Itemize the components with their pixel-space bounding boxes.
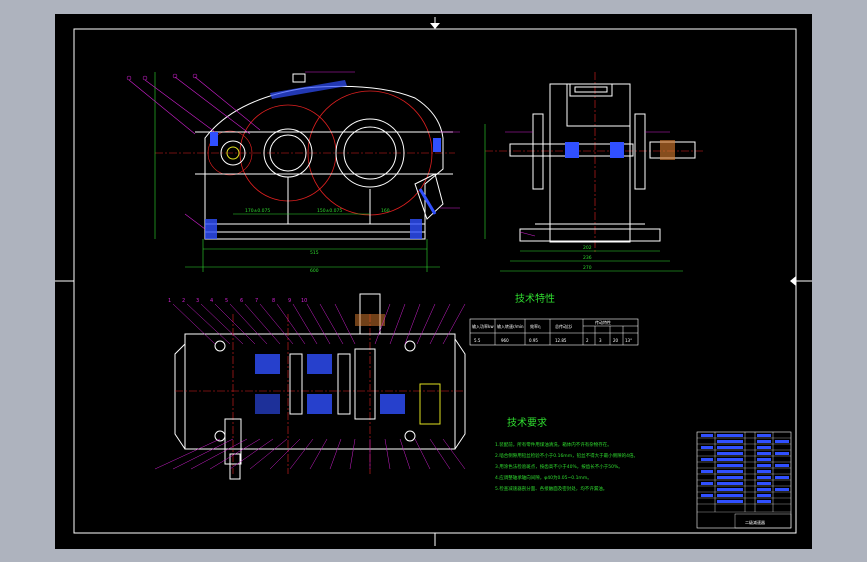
req-5: 5.检查减速器剖分面、各接触面及密封处，均不许漏油。 xyxy=(495,485,607,492)
td-speed: 960 xyxy=(501,338,509,343)
th-power: 输入功率kw xyxy=(472,323,494,329)
requirements-list: 1.装配前，所有零件用煤油清洗，箱体内不许有杂物存在。 2.啮合侧隙用铅丝检验不… xyxy=(495,441,638,492)
th-trans: 传动特性 xyxy=(595,319,611,325)
req-4: 4.应调整轴承轴向间隙，φ40为0.05~0.1mm。 xyxy=(495,474,592,481)
side-view: 202 236 270 xyxy=(484,72,705,272)
balloon-10: 10 xyxy=(301,298,307,304)
balloon-5: 5 xyxy=(225,298,228,304)
dim-h: 160 xyxy=(381,208,390,214)
td-beta: 2 xyxy=(586,338,589,343)
drawing-sheet: 170±0.075 150±0.075 160 515 600 xyxy=(55,17,812,546)
front-view: 170±0.075 150±0.075 160 515 600 xyxy=(126,71,460,274)
balloon-7: 7 xyxy=(255,298,258,304)
th-ratio: 总传动比i xyxy=(555,323,572,329)
dim-a2: 150±0.075 xyxy=(317,208,342,214)
req-1: 1.装配前，所有零件用煤油清洗，箱体内不许有杂物存在。 xyxy=(495,441,612,448)
title-block-name: 二级减速器 xyxy=(745,519,765,525)
balloon-8: 8 xyxy=(272,298,275,304)
td-power: 5.5 xyxy=(474,338,481,343)
parts-list: 二级减速器 xyxy=(696,431,792,529)
th-eff: 效率η xyxy=(530,323,541,329)
tech-table: 输入功率kw 输入转速r/min 效率η 总传动比i 传动特性 5.5 960 … xyxy=(469,318,639,346)
th-speed: 输入转速r/min xyxy=(497,323,524,329)
balloon-2: 2 xyxy=(182,298,185,304)
dim-side-w2: 236 xyxy=(583,255,592,261)
dim-w2: 600 xyxy=(310,268,319,274)
balloon-3: 3 xyxy=(196,298,199,304)
req-3: 3.用涂色法检验斑点，按齿高不小于40%，按齿长不小于50%。 xyxy=(495,463,623,470)
balloon-1: 1 xyxy=(168,298,171,304)
center-arrow-right xyxy=(790,276,796,286)
tech-features-title: 技术特性 xyxy=(515,292,555,305)
balloon-4: 4 xyxy=(210,298,213,304)
td-mn: 3 xyxy=(599,338,602,343)
td-beta2: 13° xyxy=(625,338,632,343)
req-2: 2.啮合侧隙用铅丝检验不小于0.16mm，铅丝不得大于最小侧隙的4倍。 xyxy=(495,452,638,459)
balloon-9: 9 xyxy=(288,298,291,304)
dim-side-w3: 270 xyxy=(583,265,592,271)
dim-w1: 515 xyxy=(310,250,319,256)
plan-view: 1 2 3 4 5 6 7 8 9 10 xyxy=(154,293,466,480)
dim-a1: 170±0.075 xyxy=(245,208,270,214)
td-z: 20 xyxy=(613,338,619,343)
dim-side-w1: 202 xyxy=(583,245,592,251)
cad-viewport[interactable]: 170±0.075 150±0.075 160 515 600 xyxy=(55,14,812,549)
balloon-6: 6 xyxy=(240,298,243,304)
center-arrow-top xyxy=(430,23,440,29)
td-ratio: 12.85 xyxy=(555,338,567,343)
td-eff: 0.95 xyxy=(529,338,538,343)
sheet-border xyxy=(73,28,797,534)
tech-requirements-title: 技术要求 xyxy=(507,416,547,429)
